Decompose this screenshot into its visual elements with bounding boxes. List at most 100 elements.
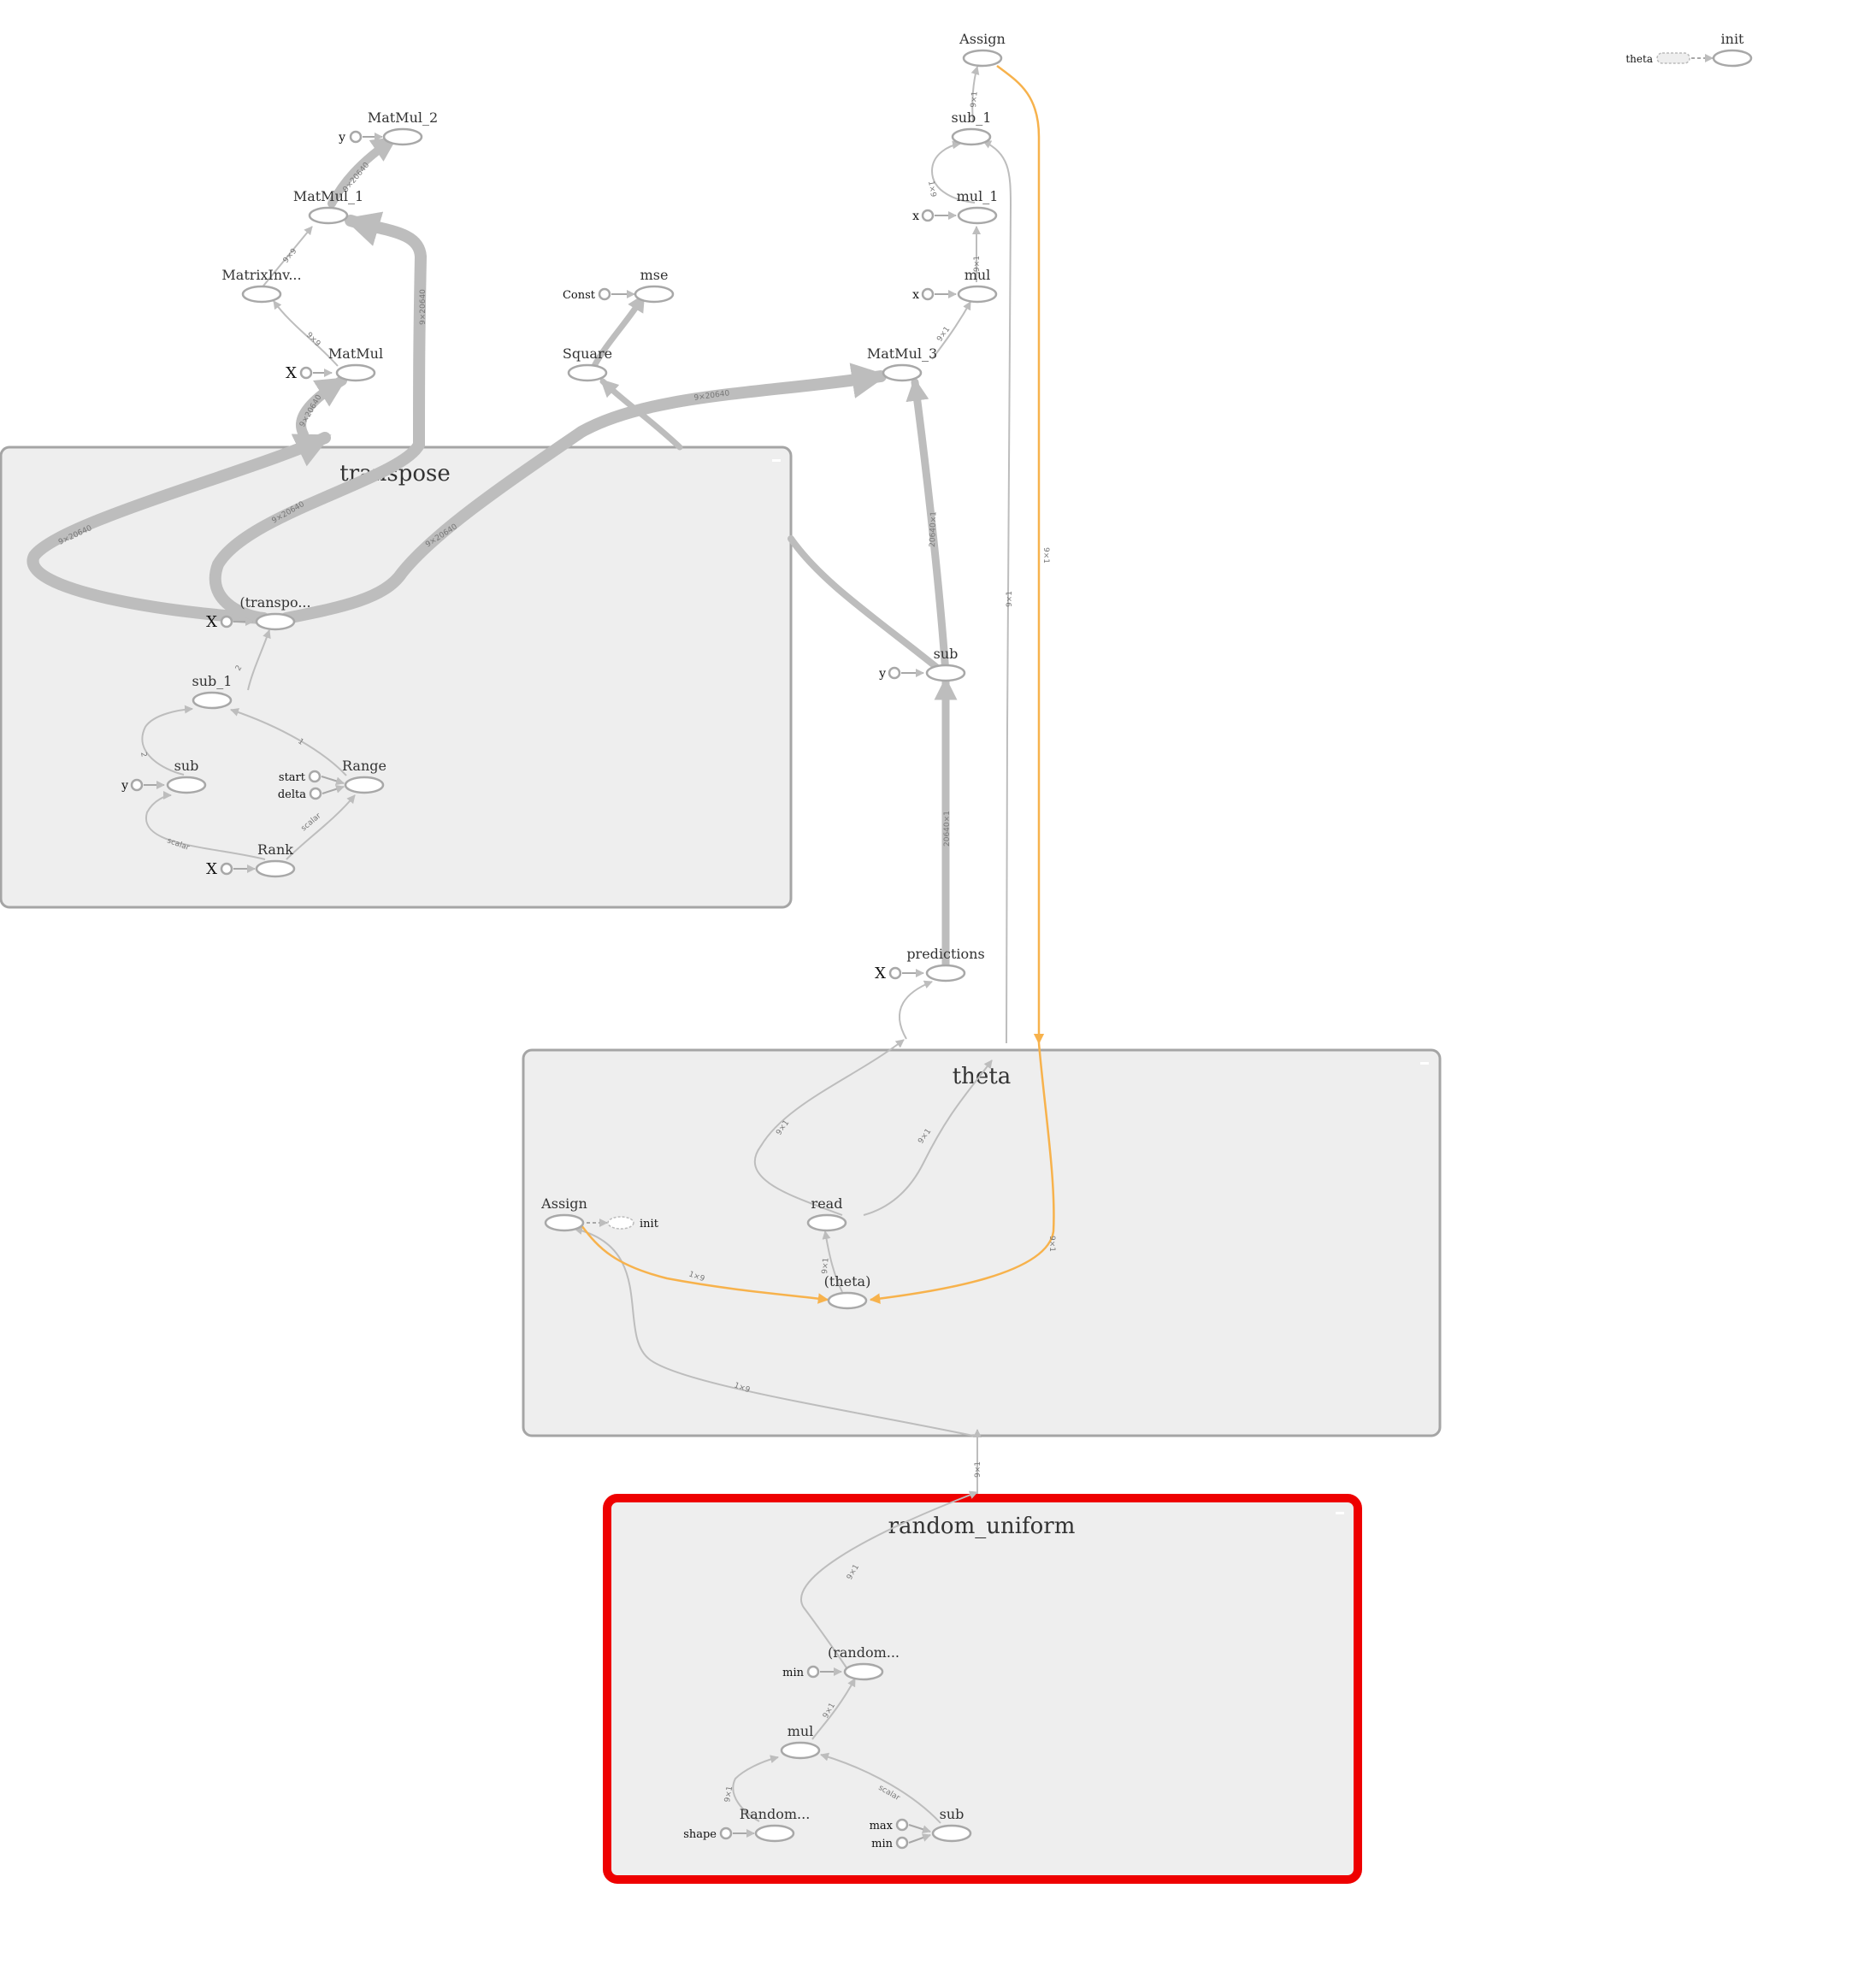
node-theta-variable[interactable]: (theta)	[824, 1273, 871, 1310]
node-label: sub	[934, 646, 959, 662]
node-label: MatMul_3	[867, 345, 937, 362]
input-min-sub[interactable]: min	[871, 1833, 931, 1850]
edge	[732, 1755, 779, 1822]
edge	[820, 1752, 941, 1824]
node-mul[interactable]: mul	[957, 267, 998, 304]
input-y-matmul2[interactable]: y	[338, 130, 383, 145]
node-label: Square	[563, 345, 612, 362]
edge	[800, 1490, 978, 1673]
node-transpose-rank[interactable]: Rank	[255, 841, 296, 878]
group-title-theta: theta	[953, 1064, 1012, 1089]
edges-thick	[27, 135, 958, 977]
node-sub-1-top[interactable]: sub_1	[952, 109, 992, 146]
node-square[interactable]: Square	[563, 345, 612, 382]
node-theta-assign[interactable]: Assign	[540, 1195, 587, 1232]
node-matrixinv[interactable]: MatrixInv...	[221, 267, 302, 304]
edge	[273, 300, 339, 367]
node-label: MatMul	[328, 345, 383, 362]
node-predictions[interactable]: predictions	[906, 946, 985, 983]
input-label: Const	[563, 289, 596, 302]
ref-edge	[869, 1042, 1055, 1304]
input-min-random[interactable]: min	[782, 1665, 842, 1679]
edge-label: 2	[234, 664, 245, 673]
edge	[788, 535, 940, 670]
edge	[296, 375, 348, 440]
edge	[280, 363, 888, 624]
edge-label: 9×1	[723, 1785, 734, 1803]
node-transpose-inner[interactable]: (transpo...	[239, 594, 311, 631]
node-label: MatMul_1	[293, 188, 363, 204]
input-x-mul[interactable]: x	[912, 287, 957, 302]
edge	[753, 1039, 905, 1216]
node-label: Rank	[257, 841, 293, 858]
input-y-tsub[interactable]: y	[121, 778, 165, 793]
control-links	[587, 54, 1714, 1227]
edge	[822, 1230, 843, 1293]
input-label: min	[871, 1838, 893, 1850]
edge-label: 1	[296, 737, 304, 747]
node-label: Range	[342, 758, 386, 774]
node-random-inner[interactable]: (random...	[828, 1644, 900, 1681]
node-assign[interactable]: Assign	[959, 31, 1006, 68]
node-ru-random[interactable]: Random...	[740, 1806, 811, 1843]
node-label: Assign	[540, 1195, 587, 1212]
node-transpose-sub-1[interactable]: sub_1	[192, 673, 233, 710]
input-max[interactable]: max	[870, 1818, 931, 1834]
collapse-button[interactable]	[1336, 1512, 1344, 1514]
input-X-matmul[interactable]: X	[286, 364, 333, 382]
input-x-mul1[interactable]: x	[912, 209, 957, 223]
node-theta-init[interactable]: init	[607, 1216, 659, 1230]
ref-edge	[580, 1224, 829, 1304]
node-matmul-2[interactable]: MatMul_2	[368, 109, 438, 146]
collapse-button[interactable]	[1420, 1062, 1429, 1065]
node-label: Random...	[740, 1806, 811, 1822]
node-label: mul	[965, 267, 991, 283]
node-label: sub	[940, 1806, 965, 1822]
edge	[209, 211, 428, 624]
edge-label: 9×1	[821, 1257, 831, 1274]
node-ru-sub[interactable]: sub	[931, 1806, 972, 1843]
input-label: delta	[278, 788, 306, 801]
input-label: max	[870, 1820, 894, 1832]
edge	[574, 1226, 978, 1437]
input-start[interactable]: start	[279, 770, 345, 786]
group-random-uniform[interactable]: random_uniform	[603, 1494, 1362, 1884]
edge	[931, 301, 971, 360]
input-label: X	[875, 965, 886, 983]
input-label: y	[878, 667, 886, 681]
node-theta-read[interactable]: read	[806, 1195, 847, 1232]
node-transpose-range[interactable]: Range	[342, 758, 386, 794]
node-label: sub_1	[192, 673, 233, 689]
node-mul-1[interactable]: mul_1	[957, 188, 999, 225]
group-transpose[interactable]: transpose	[0, 446, 793, 909]
node-init[interactable]: init	[1712, 31, 1753, 68]
node-label: init	[640, 1218, 659, 1230]
node-matmul[interactable]: MatMul	[328, 345, 383, 382]
node-theta-summary[interactable]: theta	[1625, 52, 1690, 65]
edge	[982, 140, 1012, 1044]
node-label: read	[811, 1195, 843, 1212]
edge-label: 9×1	[1006, 591, 1014, 607]
edge-label: 9×1	[1041, 547, 1050, 564]
input-delta[interactable]: delta	[278, 784, 345, 801]
edge-label: 9×1	[1047, 1236, 1056, 1252]
edge-label: 9×9	[282, 247, 299, 265]
node-matmul-3[interactable]: MatMul_3	[867, 345, 937, 382]
input-X-transpo[interactable]: X	[206, 613, 254, 631]
node-ru-mul[interactable]: mul	[780, 1723, 821, 1760]
node-sub[interactable]: sub	[925, 646, 966, 682]
group-title-random-uniform: random_uniform	[888, 1514, 1076, 1539]
input-const[interactable]: Const	[563, 287, 635, 302]
edge-label: 9×1	[970, 91, 980, 108]
node-matmul-1[interactable]: MatMul_1	[293, 188, 363, 225]
node-mse[interactable]: mse	[634, 267, 675, 304]
input-y-sub[interactable]: y	[878, 666, 924, 681]
input-X-rank[interactable]: X	[206, 860, 256, 878]
input-shape[interactable]: shape	[683, 1826, 755, 1841]
node-transpose-sub[interactable]: sub	[166, 758, 207, 794]
input-label: min	[782, 1667, 804, 1679]
input-X-predictions[interactable]: X	[875, 965, 924, 983]
group-theta[interactable]: theta	[522, 1048, 1442, 1437]
edge	[145, 791, 266, 860]
collapse-button[interactable]	[772, 459, 781, 462]
